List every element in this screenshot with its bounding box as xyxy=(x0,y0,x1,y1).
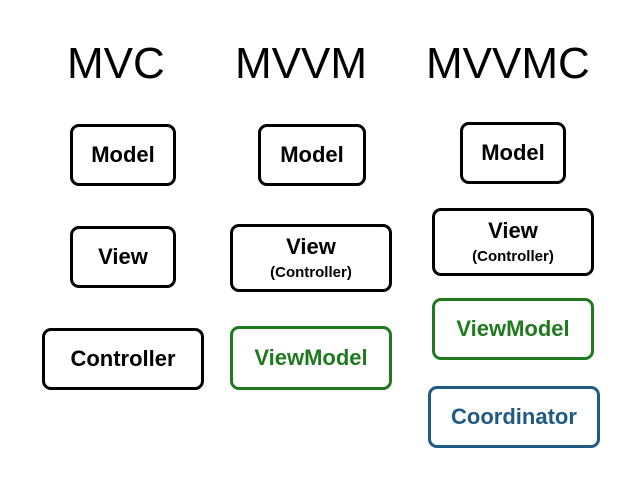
mvc-view-label: View xyxy=(98,244,148,269)
mvvm-model-label: Model xyxy=(280,142,344,167)
mvvm-view-box: View (Controller) xyxy=(230,224,392,292)
mvvm-viewmodel-box: ViewModel xyxy=(230,326,392,390)
mvvmc-coordinator-label: Coordinator xyxy=(451,404,577,429)
mvvmc-coordinator-box: Coordinator xyxy=(428,386,600,448)
mvvm-view-sublabel: (Controller) xyxy=(270,263,352,281)
mvvmc-viewmodel-box: ViewModel xyxy=(432,298,594,360)
mvc-controller-box: Controller xyxy=(42,328,204,390)
mvvmc-view-box: View (Controller) xyxy=(432,208,594,276)
mvvmc-viewmodel-label: ViewModel xyxy=(456,316,570,341)
mvvmc-model-label: Model xyxy=(481,140,545,165)
mvvmc-view-sublabel: (Controller) xyxy=(472,247,554,265)
title-mvvm: MVVM xyxy=(235,39,367,88)
mvc-model-box: Model xyxy=(70,124,176,186)
title-mvc: MVC xyxy=(67,39,165,88)
mvvm-viewmodel-label: ViewModel xyxy=(254,345,368,370)
mvc-controller-label: Controller xyxy=(70,346,176,371)
title-mvvmc: MVVMC xyxy=(426,39,590,88)
mvvm-model-box: Model xyxy=(258,124,366,186)
mvvm-view-label: View xyxy=(286,233,336,259)
mvvmc-view-label: View xyxy=(488,217,538,243)
mvc-model-label: Model xyxy=(91,142,155,167)
mvc-view-box: View xyxy=(70,226,176,288)
mvvmc-model-box: Model xyxy=(460,122,566,184)
